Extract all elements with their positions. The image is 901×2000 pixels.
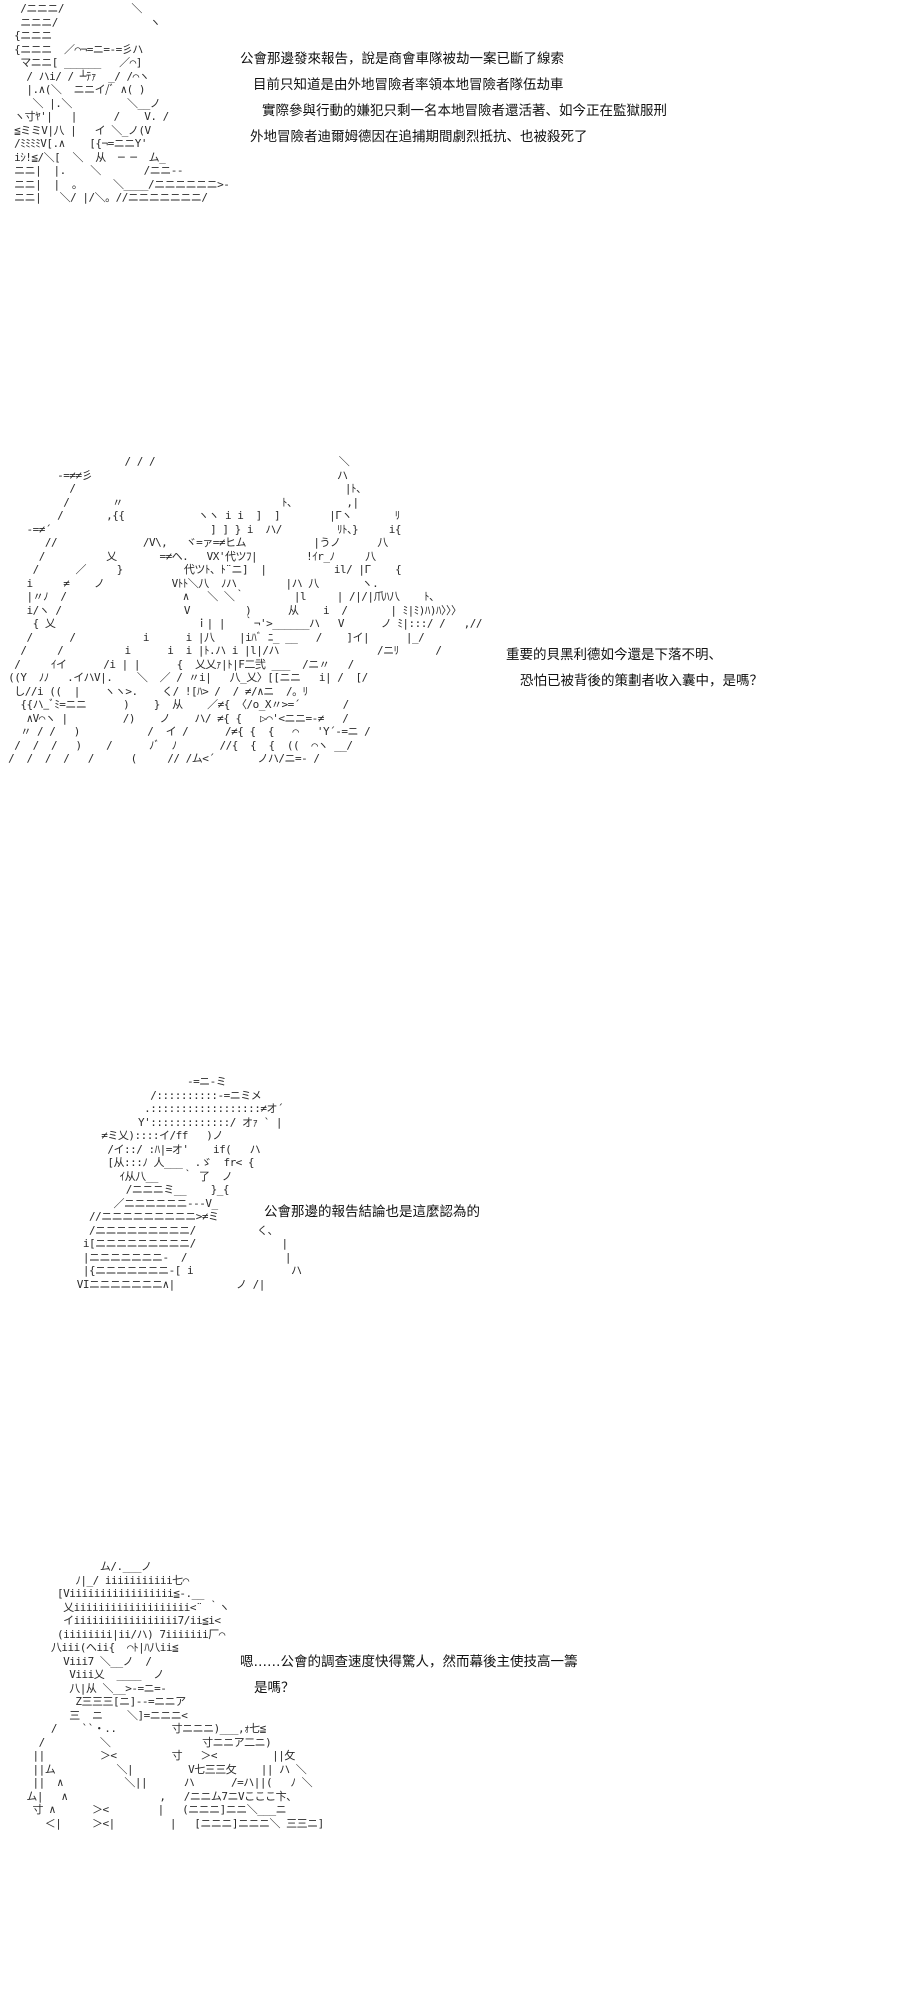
panel-3: -=ニ-ミ /::::::::::-=ニミメ .::::::::::::::::… xyxy=(0,1075,901,1375)
panel-2: / / / ＼ -=≠≠彡 ハ / |ﾄ、 / 〃 ﾄ、 xyxy=(0,455,901,895)
dialogue-line: 實際參與行動的嫌犯只剩一名本地冒險者還活著、如今正在監獄服刑 xyxy=(262,103,667,119)
dialogue-line: 公會那邊發來報告，說是商會車隊被劫一案已斷了線索 xyxy=(240,51,564,67)
panel-4: ム/.___ノ ﾉ|_/ iiiiiiiiiii七⌒ [Viiiiiiiiiii… xyxy=(0,1560,901,2000)
dialogue-line: 目前只知道是由外地冒險者率領本地冒險者隊伍劫車 xyxy=(253,77,564,93)
dialogue-line: 恐怕已被背後的策劃者收入囊中，是嗎？ xyxy=(520,673,763,689)
dialogue-block: 重要的貝黑利德如今還是下落不明、 恐怕已被背後的策劃者收入囊中，是嗎？ xyxy=(506,642,763,694)
dialogue-block: 公會那邊的報告結論也是這麼認為的 xyxy=(264,1199,480,1225)
ascii-art-figure: ム/.___ノ ﾉ|_/ iiiiiiiiiii七⌒ [Viiiiiiiiiii… xyxy=(26,1560,324,1830)
dialogue-line: 重要的貝黑利德如今還是下落不明、 xyxy=(506,647,722,663)
dialogue-line: 公會那邊的報告結論也是這麼認為的 xyxy=(264,1204,480,1220)
ascii-art-figure: -=ニ-ミ /::::::::::-=ニミメ .::::::::::::::::… xyxy=(76,1075,302,1291)
ascii-art-figure: / / / ＼ -=≠≠彡 ハ / |ﾄ、 / 〃 ﾄ、 xyxy=(8,455,482,765)
panel-1: /ニニニ/ ＼ ニニニ/ ヽ {ニニニ {ニニニ ／⌒¬=ニ=-=彡ハ マニニ[… xyxy=(0,0,901,300)
dialogue-block: 公會那邊發來報告，說是商會車隊被劫一案已斷了線索 目前只知道是由外地冒險者率領本… xyxy=(240,46,667,150)
dialogue-line: 是嗎？ xyxy=(254,1680,295,1696)
dialogue-line: 嗯……公會的調查速度快得驚人，然而幕後主使技高一籌 xyxy=(240,1654,578,1670)
dialogue-block: 嗯……公會的調查速度快得驚人，然而幕後主使技高一籌 是嗎？ xyxy=(240,1649,578,1701)
dialogue-line: 外地冒險者迪爾姆德因在追捕期間劇烈抵抗、也被殺死了 xyxy=(250,129,588,145)
ascii-art-figure: /ニニニ/ ＼ ニニニ/ ヽ {ニニニ {ニニニ ／⌒¬=ニ=-=彡ハ マニニ[… xyxy=(14,2,230,204)
